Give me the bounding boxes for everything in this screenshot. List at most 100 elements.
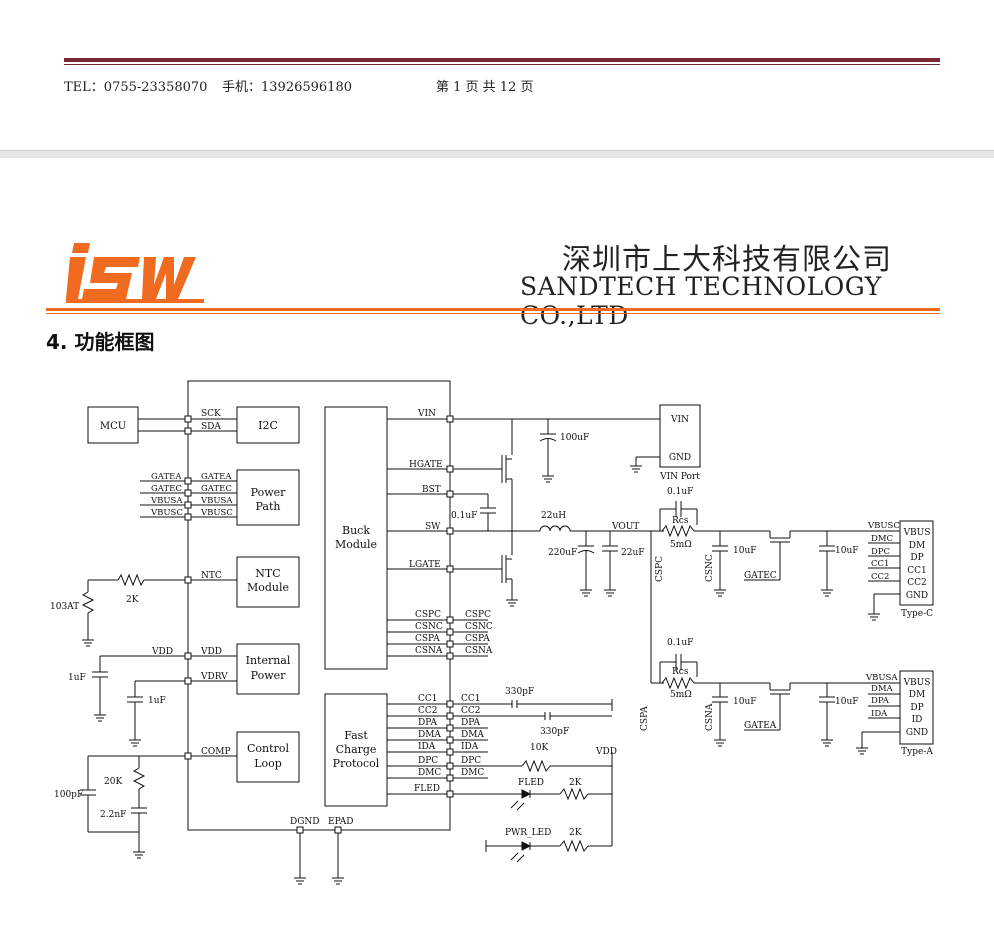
vin-port-gnd: GND xyxy=(669,453,691,463)
power-path-label-2: Path xyxy=(256,500,281,513)
type-c-pin-vbus: VBUS xyxy=(903,528,931,538)
mcu-label: MCU xyxy=(100,421,126,432)
internal-power-block xyxy=(236,643,300,695)
r-2k-pwr: 2K xyxy=(569,828,582,838)
net-vdd: VDD xyxy=(151,647,173,657)
pin-bst: BST xyxy=(422,485,441,495)
buck-module-block xyxy=(324,406,388,670)
cap-bst: 0.1uF xyxy=(451,511,477,521)
type-c-pin-gnd: GND xyxy=(906,591,928,601)
pin-comp: COMP xyxy=(201,747,231,757)
pin-lgate: LGATE xyxy=(409,560,441,570)
label-cspa: CSPA xyxy=(640,706,650,731)
ext-vbusc: VBUSC xyxy=(150,508,183,518)
ic-pin-markers xyxy=(184,415,454,834)
cap-330pf-1: 330pF xyxy=(505,687,534,697)
pin-csnc: CSNC xyxy=(415,622,443,632)
label-fled: FLED xyxy=(518,778,544,788)
net-dpc: DPC xyxy=(871,547,890,557)
pin-dpa: DPA xyxy=(418,718,437,728)
pin-csna: CSNA xyxy=(415,646,443,656)
r-2k-fled: 2K xyxy=(569,778,582,788)
pin-gatea: GATEA xyxy=(201,472,232,482)
vin-port-label: VIN Port xyxy=(659,472,700,482)
type-c-connector xyxy=(899,520,934,606)
label-gatec: GATEC xyxy=(744,571,777,581)
r-20k: 20K xyxy=(104,777,122,787)
net-vout: VOUT xyxy=(611,522,639,532)
net-dpa: DPA xyxy=(871,696,890,706)
ntc-module-label-2: Module xyxy=(247,581,289,594)
ext-gatec: GATEC xyxy=(151,484,182,494)
cap-10uf-c2: 10uF xyxy=(835,546,859,556)
mcu-block xyxy=(87,406,139,444)
net-vbusc: VBUSC xyxy=(867,521,900,531)
cap-2-2nf: 2.2nF xyxy=(100,810,126,820)
type-a-pin-vbus: VBUS xyxy=(903,678,931,688)
cap-1uf-vdd: 1uF xyxy=(68,673,86,683)
type-a-label: Type-A xyxy=(901,747,933,757)
cap-10uf-c1: 10uF xyxy=(733,546,757,556)
pin-vbusa: VBUSA xyxy=(200,496,233,506)
label-gatea: GATEA xyxy=(744,721,777,731)
net-ida: IDA xyxy=(871,709,888,719)
pin-dgnd: DGND xyxy=(290,817,320,827)
footer-rule xyxy=(64,58,940,62)
power-path-label-1: Power xyxy=(251,486,287,499)
type-a-pin-id: ID xyxy=(912,715,923,725)
ext-dpa: DPA xyxy=(461,718,480,728)
footer-page-number: 第 1 页 共 12 页 xyxy=(436,80,534,95)
rcs-c: Rcs xyxy=(672,516,689,526)
ext-dpc: DPC xyxy=(461,756,481,766)
ntc-module-block xyxy=(236,556,300,608)
ext-vbusa: VBUSA xyxy=(150,496,183,506)
vin-port-block xyxy=(659,404,701,468)
type-c-pin-dp: DP xyxy=(910,553,923,563)
cap-01uf-a: 0.1uF xyxy=(667,638,693,648)
pin-dpc: DPC xyxy=(418,756,438,766)
control-loop-label-2: Loop xyxy=(254,757,282,770)
pin-vdrv: VDRV xyxy=(200,672,228,682)
ext-csna: CSNA xyxy=(465,646,493,656)
type-c-pin-cc2: CC2 xyxy=(907,578,927,588)
label-csna: CSNA xyxy=(705,703,715,731)
fcp-label-1: Fast xyxy=(344,729,368,742)
ext-gatea: GATEA xyxy=(151,472,182,482)
rcs-c-value: 5mΩ xyxy=(670,540,692,550)
label-csnc: CSNC xyxy=(705,554,715,582)
label-cspc: CSPC xyxy=(655,556,665,582)
company-name-chinese: 深圳市上大科技有限公司 xyxy=(562,242,893,276)
ntc-103at: 103AT xyxy=(50,602,79,612)
previous-page: TEL：0755-23358070 手机：13926596180 第 1 页 共… xyxy=(0,0,994,151)
rcs-a: Rcs xyxy=(672,667,689,677)
pin-cc2: CC2 xyxy=(418,706,438,716)
section-title: 4. 功能框图 xyxy=(46,330,155,354)
ext-cspc: CSPC xyxy=(465,610,491,620)
ext-dmc: DMC xyxy=(461,768,484,778)
type-c-pin-cc1: CC1 xyxy=(907,566,927,576)
fast-charge-block xyxy=(324,693,388,807)
cap-1uf-vdrv: 1uF xyxy=(148,696,166,706)
control-loop-label-1: Control xyxy=(247,742,289,755)
type-a-pin-gnd: GND xyxy=(906,728,928,738)
net-cc2: CC2 xyxy=(871,572,889,582)
ntc-module-label-1: NTC xyxy=(255,567,280,580)
cap-100uf: 100uF xyxy=(560,433,589,443)
pin-ida: IDA xyxy=(418,742,436,752)
pin-cspc: CSPC xyxy=(415,610,441,620)
pin-cc1: CC1 xyxy=(418,694,438,704)
cap-10uf-a1: 10uF xyxy=(733,697,757,707)
pin-epad: EPAD xyxy=(328,817,354,827)
r-10k: 10K xyxy=(530,743,548,753)
internal-power-label-1: Internal xyxy=(246,654,291,667)
cap-01uf-c: 0.1uF xyxy=(667,487,693,497)
pin-hgate: HGATE xyxy=(409,460,443,470)
pin-dmc: DMC xyxy=(418,768,441,778)
fcp-label-3: Protocol xyxy=(333,757,380,770)
vin-port-vin: VIN xyxy=(670,415,689,425)
type-c-label: Type-C xyxy=(901,609,933,619)
company-name-english: SANDTECH TECHNOLOGY CO.,LTD xyxy=(520,272,882,330)
pin-cspa: CSPA xyxy=(415,634,440,644)
pin-vin: VIN xyxy=(417,409,436,419)
